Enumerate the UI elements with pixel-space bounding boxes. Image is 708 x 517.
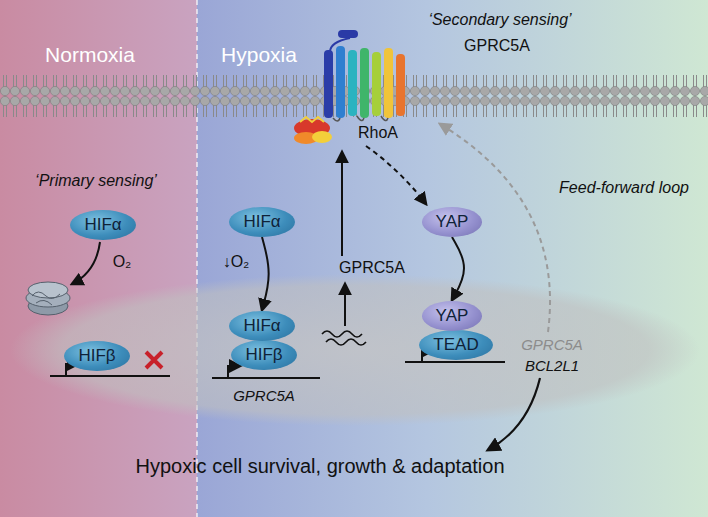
node-text: HIFα	[243, 316, 280, 336]
panel-title: Normoxia	[45, 43, 135, 67]
node-text: HIFβ	[78, 346, 115, 366]
hif-alpha-ellipse: HIFα	[229, 207, 294, 237]
node-text: HIFα	[84, 215, 121, 235]
node-text: HIFα	[243, 212, 280, 232]
protein-name: GPRC5A	[464, 37, 530, 55]
gene-name: BCL2L1	[525, 357, 579, 374]
yap-ellipse: YAP	[422, 207, 483, 237]
gene-name: GPRC5A	[521, 336, 583, 353]
arrow-connector	[262, 237, 269, 310]
hif-alpha-ellipse: HIFα	[229, 311, 294, 341]
gene-name: GPRC5A	[233, 387, 295, 404]
protein-name: RhoA	[358, 124, 398, 142]
yap-ellipse: YAP	[422, 301, 483, 331]
oxygen-label: O₂	[113, 253, 132, 271]
hif-alpha-ellipse: HIFα	[70, 210, 135, 240]
tead-ellipse: TEAD	[419, 330, 492, 360]
gprc5a-structure	[294, 30, 405, 144]
node-text: TEAD	[433, 335, 478, 355]
panel-title: Hypoxia	[221, 43, 297, 67]
outcome-text: Hypoxic cell survival, growth & adaptati…	[135, 455, 504, 478]
red-cross	[146, 352, 162, 368]
annotation: Feed-forward loop	[559, 179, 689, 197]
hif-beta-ellipse: HIFβ	[64, 341, 129, 371]
protein-name: GPRC5A	[339, 259, 405, 277]
oxygen-label: ↓O₂	[223, 253, 250, 271]
annotation: ‘Primary sensing’	[35, 172, 157, 190]
annotation: ‘Secondary sensing’	[428, 11, 571, 29]
proteasome-icon	[26, 282, 70, 315]
node-text: HIFβ	[245, 345, 282, 365]
node-text: YAP	[436, 212, 469, 232]
arrow-connector	[452, 237, 464, 300]
node-text: YAP	[436, 306, 469, 326]
hif-beta-ellipse: HIFβ	[231, 340, 296, 370]
